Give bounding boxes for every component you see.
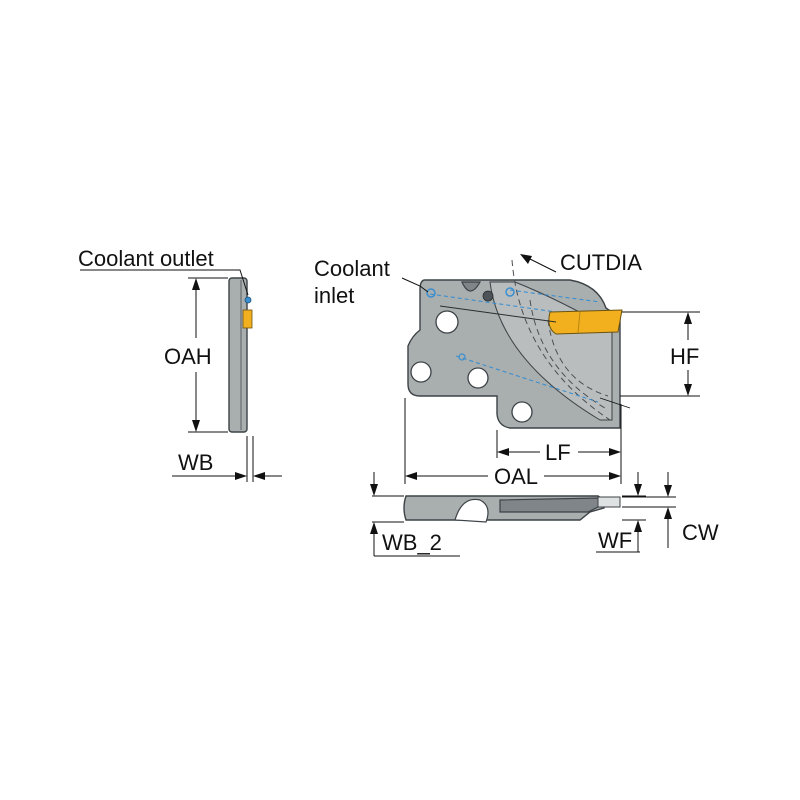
label-cutdia: CUTDIA	[560, 250, 642, 275]
dim-wb	[172, 436, 282, 482]
dim-wf	[596, 472, 646, 553]
mount-hole-4	[511, 401, 533, 423]
label-lf: LF	[545, 440, 571, 465]
leader-cutdia	[527, 257, 557, 273]
front-view-insert	[548, 309, 623, 335]
label-coolant-inlet-1: Coolant	[314, 256, 390, 281]
label-hf: HF	[670, 344, 699, 369]
leader-coolant-outlet	[80, 269, 249, 296]
top-view-neck	[499, 497, 601, 513]
dim-cw	[622, 472, 676, 548]
dim-lf	[496, 404, 622, 484]
label-wf: WF	[598, 528, 632, 553]
label-wb-2: WB_2	[382, 530, 442, 555]
coolant-port-3	[458, 353, 466, 361]
label-wb: WB	[178, 450, 213, 475]
coolant-port-2	[505, 287, 515, 297]
coolant-channel-2	[455, 355, 599, 403]
arrow-cutdia	[520, 254, 532, 264]
side-view-insert	[242, 309, 253, 329]
center-line	[599, 397, 631, 409]
mount-hole-1	[435, 310, 459, 334]
clamp-line	[439, 305, 557, 323]
top-view-insert	[597, 496, 621, 508]
coolant-channel-3	[509, 289, 601, 303]
mount-hole-3	[467, 367, 489, 389]
side-view	[228, 277, 253, 433]
top-view	[403, 495, 621, 523]
clamp-screw	[482, 290, 494, 302]
cutdia-arc-3	[547, 319, 609, 397]
label-coolant-outlet: Coolant outlet	[78, 246, 214, 271]
top-view-relief	[454, 498, 489, 523]
dim-oah	[188, 277, 228, 433]
cutdia-arc-1	[511, 259, 611, 421]
top-slot	[461, 281, 482, 292]
coolant-outlet-port	[244, 296, 252, 304]
side-view-body	[228, 277, 248, 433]
front-view	[407, 259, 631, 429]
label-cw: CW	[682, 520, 719, 545]
insert-edge	[577, 311, 581, 334]
dim-wb-2	[370, 472, 460, 557]
mount-hole-2	[410, 361, 432, 383]
dim-hf	[620, 311, 700, 397]
label-coolant-inlet-2: inlet	[314, 283, 354, 308]
cutdia-arc-2	[529, 299, 606, 409]
coolant-inlet-port	[426, 288, 436, 298]
leader-coolant-inlet	[401, 277, 429, 293]
label-oah: OAH	[164, 344, 212, 369]
dim-oal	[404, 398, 621, 484]
label-oal: OAL	[494, 464, 538, 489]
